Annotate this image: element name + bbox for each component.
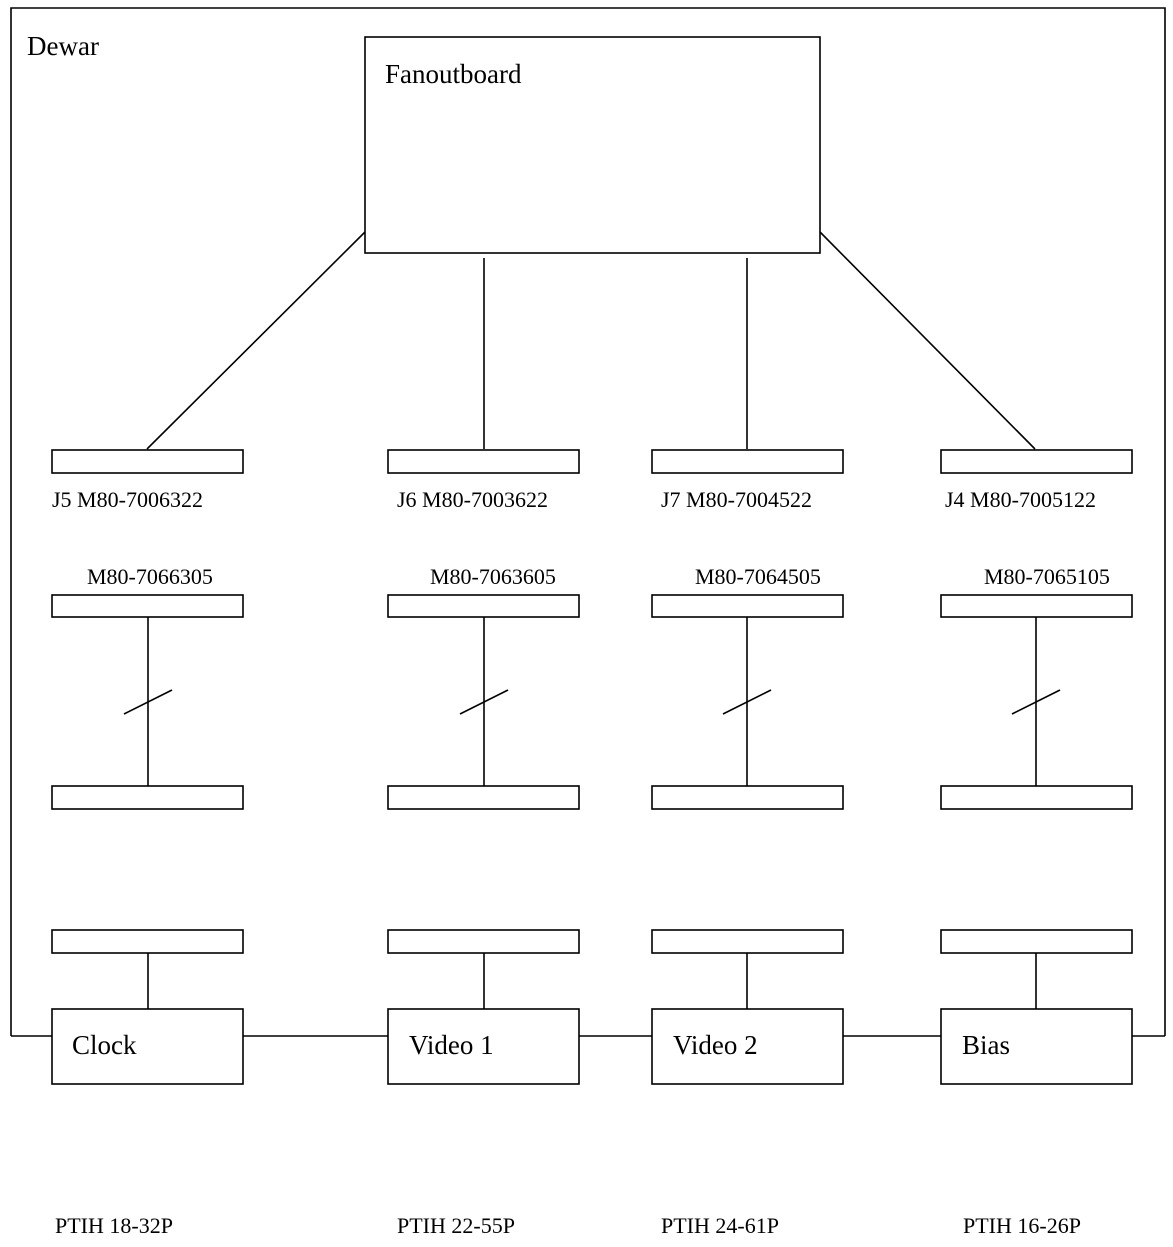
chain-video-2: J7 M80-7004522 M80-7064505 Video 2 PTIH …: [651, 449, 844, 1238]
connector-label: J4 M80-7005122: [945, 487, 1096, 512]
fanout-link-j5: [146, 231, 366, 450]
module-label: Video 2: [673, 1030, 758, 1060]
connector-j6: [387, 449, 580, 474]
module-label: Bias: [962, 1030, 1010, 1060]
feedthrough-connector: [940, 929, 1133, 954]
mate-connector-top: [940, 594, 1133, 618]
module-label: Clock: [72, 1030, 137, 1060]
cable-break-mark: [123, 689, 173, 715]
chain-video-1: J6 M80-7003622 M80-7063605 Video 1 PTIH …: [387, 449, 580, 1238]
feedthrough-connector: [387, 929, 580, 954]
mate-connector-bottom: [51, 785, 244, 810]
part-label: PTIH 24-61P: [661, 1213, 779, 1238]
module-bias: [940, 1008, 1133, 1085]
connector-label: J6 M80-7003622: [397, 487, 548, 512]
connector-j4: [940, 449, 1133, 474]
mate-label: M80-7063605: [430, 564, 556, 589]
cable-break-mark: [722, 689, 772, 715]
module-clock: [51, 1008, 244, 1085]
fanoutboard-label: Fanoutboard: [385, 59, 522, 89]
feedthrough-connector: [651, 929, 844, 954]
part-label: PTIH 22-55P: [397, 1213, 515, 1238]
mate-connector-top: [651, 594, 844, 618]
mate-connector-top: [51, 594, 244, 618]
connector-label: J5 M80-7006322: [52, 487, 203, 512]
mate-connector-bottom: [940, 785, 1133, 810]
module-video-2: [651, 1008, 844, 1085]
dewar-label: Dewar: [27, 31, 99, 61]
part-label: PTIH 16-26P: [963, 1213, 1081, 1238]
mate-label: M80-7066305: [87, 564, 213, 589]
connector-label: J7 M80-7004522: [661, 487, 812, 512]
mate-label: M80-7064505: [695, 564, 821, 589]
chain-bias: J4 M80-7005122 M80-7065105 Bias PTIH 16-…: [940, 449, 1133, 1238]
module-label: Video 1: [409, 1030, 494, 1060]
cable-break-mark: [1011, 689, 1061, 715]
mate-connector-bottom: [387, 785, 580, 810]
connector-j5: [51, 449, 244, 474]
fanoutboard: [364, 36, 821, 254]
feedthrough-connector: [51, 929, 244, 954]
mate-connector-top: [387, 594, 580, 618]
mate-label: M80-7065105: [984, 564, 1110, 589]
mate-connector-bottom: [651, 785, 844, 810]
fanout-link-j4: [819, 231, 1036, 450]
chain-clock: J5 M80-7006322 M80-7066305 Clock PTIH 18…: [51, 449, 244, 1238]
cable-break-mark: [459, 689, 509, 715]
part-label: PTIH 18-32P: [55, 1213, 173, 1238]
module-video-1: [387, 1008, 580, 1085]
dewar-outline: [10, 7, 1166, 1036]
connector-j7: [651, 449, 844, 474]
